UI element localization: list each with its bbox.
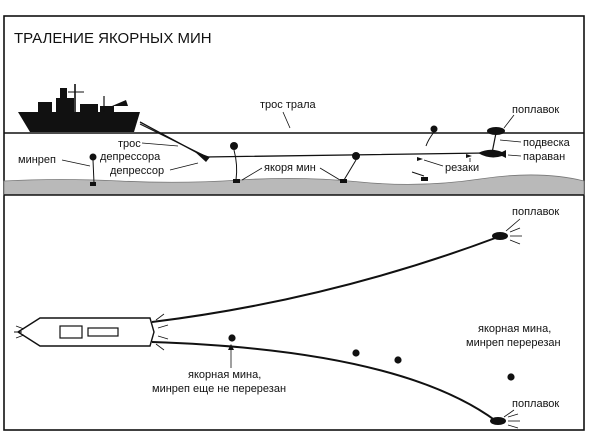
mine-icon (89, 153, 97, 186)
label-float: поплавок (512, 104, 559, 116)
mine-icon (230, 142, 240, 183)
mine-icon (228, 334, 236, 342)
float-bottom-icon (490, 413, 520, 429)
label-mine-not-cut-1: якорная мина, (188, 369, 261, 381)
label-mine-cable: минреп (18, 154, 56, 166)
side-view-panel: трос трала поплавок подвеска параван мин… (3, 84, 585, 196)
pointer-line (282, 111, 291, 129)
suspension-line (491, 132, 497, 154)
label-depressor-cable-2: депрессора (100, 151, 161, 163)
label-mine-cut-2: минреп перерезан (466, 337, 561, 349)
label-cutters: резаки (445, 162, 479, 174)
depressor-icon (194, 151, 210, 162)
label-float-bottom: поплавок (512, 398, 559, 410)
trawl-sweep-lower (151, 341, 497, 422)
mine-icon (394, 356, 402, 364)
pointer-line (319, 167, 341, 181)
cut-mine-icon (507, 373, 515, 381)
label-depressor: депрессор (110, 165, 164, 177)
minesweeper-ship-icon (18, 84, 140, 132)
mine-icon (425, 125, 438, 147)
label-suspension: подвеска (523, 137, 571, 149)
arrow-icon (228, 344, 234, 350)
diagram-frame (3, 15, 585, 431)
pointer-line (505, 218, 521, 232)
pointer-line (499, 139, 522, 143)
trawl-sweep-upper (151, 236, 499, 323)
label-paravane: параван (523, 151, 565, 163)
pointer-line (507, 154, 522, 157)
label-mine-cut-1: якорная мина, (478, 323, 551, 335)
pointer-line (503, 409, 515, 418)
pointer-line (141, 142, 179, 147)
sea-floor (3, 174, 585, 196)
pointer-line (423, 159, 444, 167)
pointer-line (61, 159, 91, 167)
minesweeper-top-icon (14, 313, 169, 351)
top-view-panel: поплавок поплавок якорная мина, минреп п… (14, 206, 561, 429)
float-icon (487, 127, 505, 135)
label-float-top: поплавок (512, 206, 559, 218)
pointer-line (169, 162, 199, 171)
label-depressor-cable-1: трос (118, 138, 141, 150)
paravane-icon (478, 149, 506, 158)
cutter-icon (466, 154, 472, 158)
mine-icon (352, 349, 360, 357)
pointer-line (241, 167, 263, 181)
cutter-icon (417, 157, 423, 161)
diagram-title: ТРАЛЕНИЕ ЯКОРНЫХ МИН (14, 30, 212, 47)
label-trawl-cable: трос трала (260, 99, 317, 111)
label-mine-not-cut-2: минреп еще не перерезан (152, 383, 286, 395)
mine-icon (411, 171, 428, 181)
pointer-line (503, 114, 515, 129)
float-top-icon (492, 227, 522, 245)
depressor-cable (139, 123, 204, 156)
mine-icon (340, 152, 360, 183)
label-mine-anchors: якоря мин (264, 162, 316, 174)
